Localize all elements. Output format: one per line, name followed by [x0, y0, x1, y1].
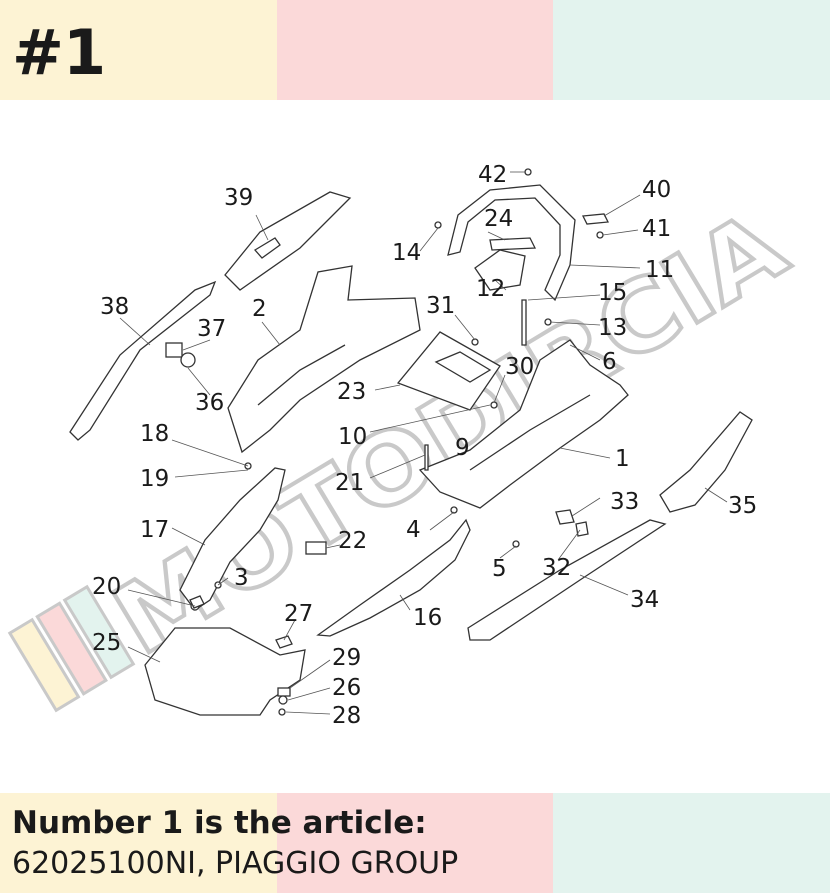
callout-37: 37	[197, 316, 226, 342]
footer-band	[0, 793, 830, 893]
callout-9: 9	[455, 435, 470, 461]
footer-band-mint	[553, 793, 830, 893]
header-band-yellow	[0, 0, 277, 100]
callout-5: 5	[492, 556, 507, 582]
callout-26: 26	[332, 675, 361, 701]
callout-25: 25	[92, 630, 121, 656]
callout-13: 13	[598, 315, 627, 341]
callout-14: 14	[392, 240, 421, 266]
callout-17: 17	[140, 517, 169, 543]
callout-36: 36	[195, 390, 224, 416]
callout-2: 2	[252, 296, 267, 322]
footer-band-pink	[276, 793, 554, 893]
callout-28: 28	[332, 703, 361, 729]
callout-31: 31	[426, 293, 455, 319]
leader-lines	[119, 171, 728, 715]
callout-42: 42	[478, 162, 507, 188]
item-number: #1	[12, 16, 106, 89]
callout-12: 12	[476, 276, 505, 302]
callout-30: 30	[505, 354, 534, 380]
callout-19: 19	[140, 466, 169, 492]
callout-3: 3	[234, 565, 249, 591]
callout-10: 10	[338, 424, 367, 450]
exploded-parts-diagram: MOTODIRCIA	[7, 162, 806, 729]
article-code: 62025100NI, PIAGGIO GROUP	[12, 846, 459, 881]
callout-20: 20	[92, 574, 121, 600]
callout-24: 24	[484, 206, 513, 232]
callout-32: 32	[542, 555, 571, 581]
callout-6: 6	[602, 349, 617, 375]
callout-15: 15	[598, 280, 627, 306]
header-band-mint	[553, 0, 830, 100]
callout-29: 29	[332, 645, 361, 671]
callout-4: 4	[406, 517, 421, 543]
callout-11: 11	[645, 257, 674, 283]
callout-1: 1	[615, 446, 630, 472]
callout-39: 39	[224, 185, 253, 211]
footer-band-yellow	[0, 793, 277, 893]
callout-33: 33	[610, 489, 639, 515]
callout-40: 40	[642, 177, 671, 203]
part-drawings	[69, 168, 753, 716]
article-caption: Number 1 is the article:	[12, 805, 427, 841]
callout-21: 21	[335, 470, 364, 496]
callout-27: 27	[284, 601, 313, 627]
header-band	[0, 0, 830, 100]
callout-41: 41	[642, 216, 671, 242]
callout-18: 18	[140, 421, 169, 447]
callout-35: 35	[728, 493, 757, 519]
callout-38: 38	[100, 294, 129, 320]
callout-16: 16	[413, 605, 442, 631]
header-band-pink	[276, 0, 554, 100]
callout-23: 23	[337, 379, 366, 405]
callout-34: 34	[630, 587, 659, 613]
callout-labels: 1 2 3 4 5 6 9 10 11 12 13 14 15 16 17 18…	[92, 162, 757, 729]
callout-22: 22	[338, 528, 367, 554]
